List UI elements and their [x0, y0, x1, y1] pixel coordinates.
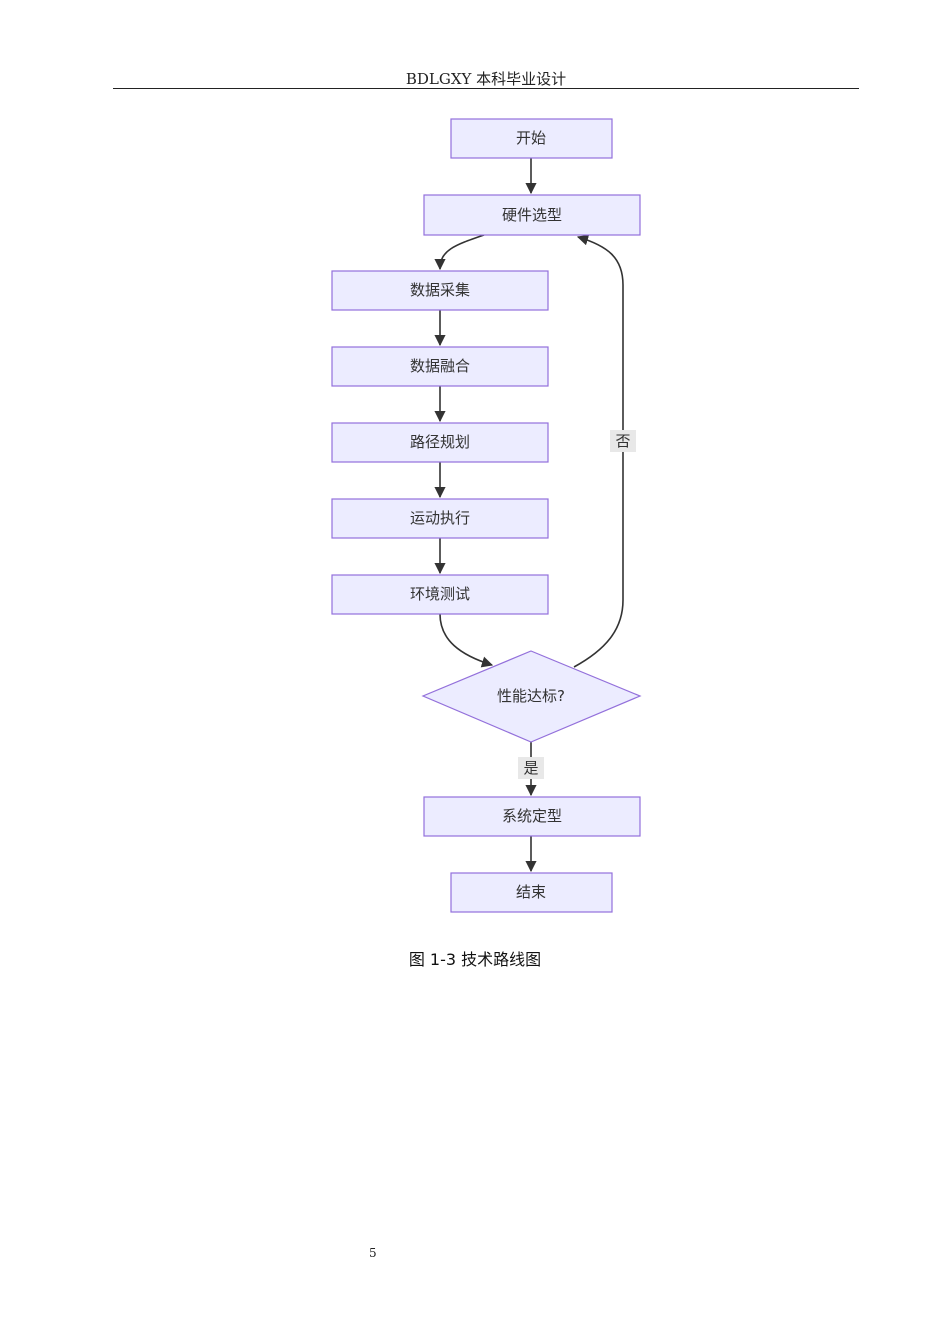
node-system-finalize-label: 系统定型 [502, 807, 562, 825]
edge-label-yes-group: 是 [518, 757, 544, 779]
header-rule [113, 88, 859, 89]
node-end-label: 结束 [516, 883, 546, 901]
node-environment-test-label: 环境测试 [410, 585, 470, 603]
figure-caption: 图 1-3 技术路线图 [408, 950, 542, 969]
node-path-planning-label: 路径规划 [410, 433, 470, 451]
flow-edges [434, 158, 624, 873]
node-performance-decision-label: 性能达标? [497, 687, 565, 705]
edge-test-decision [439, 613, 494, 668]
node-motion-execution-label: 运动执行 [410, 509, 470, 527]
node-motion-execution: 运动执行 [331, 498, 549, 539]
edge-label-no-group: 否 [610, 430, 636, 452]
page-header-title: BDLGXY 本科毕业设计 [405, 70, 567, 88]
edge-label-yes: 是 [523, 759, 538, 777]
node-data-fusion: 数据融合 [331, 346, 549, 387]
node-system-finalize: 系统定型 [423, 796, 641, 837]
node-start-label: 开始 [516, 129, 546, 147]
node-hardware-selection: 硬件选型 [423, 194, 641, 236]
node-data-collection: 数据采集 [331, 270, 549, 311]
node-environment-test: 环境测试 [331, 574, 549, 615]
page-number: 5 [369, 1246, 377, 1260]
node-data-collection-label: 数据采集 [410, 281, 470, 299]
node-start: 开始 [450, 118, 613, 159]
edge-decision-hardware-no [573, 234, 624, 668]
node-data-fusion-label: 数据融合 [410, 357, 470, 375]
node-end: 结束 [450, 872, 613, 913]
node-hardware-selection-label: 硬件选型 [502, 206, 562, 224]
edge-label-no: 否 [615, 432, 630, 450]
node-performance-decision: 性能达标? [421, 650, 642, 743]
edge-hardware-collect [434, 234, 485, 271]
node-path-planning: 路径规划 [331, 422, 549, 463]
